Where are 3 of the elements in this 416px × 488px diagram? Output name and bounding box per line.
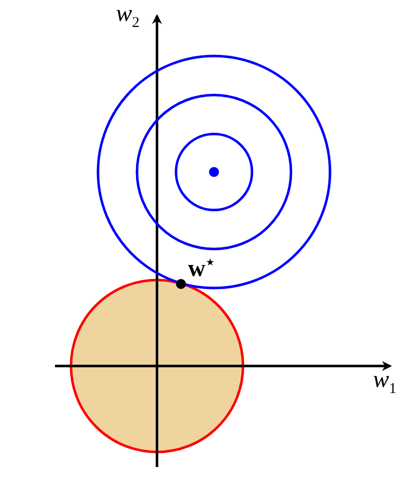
point-label: w$^{⋆}$ xyxy=(188,256,214,281)
axis-label: w$_{1}$ xyxy=(373,368,397,397)
axis-label: w$_{2}$ xyxy=(116,2,140,31)
